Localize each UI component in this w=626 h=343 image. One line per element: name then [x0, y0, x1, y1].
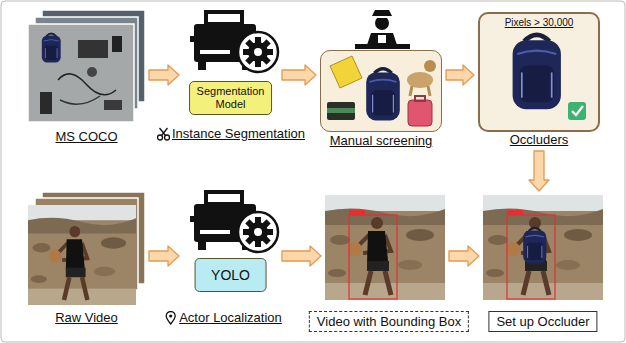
occluded-frame — [483, 195, 603, 300]
occluder-panel: Pixels > 30,000Occluders — [478, 12, 600, 132]
block-arrow — [149, 246, 179, 266]
stage-label: Actor Localization — [179, 310, 282, 325]
block-arrow — [446, 65, 474, 85]
screened-objects — [327, 56, 436, 126]
stage-heading: Actor Localization — [163, 310, 282, 325]
video-stage: Raw Video — [28, 192, 145, 307]
block-arrow — [149, 65, 179, 85]
stage-heading: MS COCO — [55, 129, 117, 144]
stage-label: Manual screening — [330, 133, 433, 148]
bbox-frame — [325, 195, 445, 300]
bbox-stage: Video with Bounding Box — [325, 195, 445, 300]
model-box: YOLO — [194, 258, 267, 292]
caption-box: Set up Occluder — [488, 311, 597, 332]
block-arrow — [529, 151, 549, 191]
dataset-stage: MS COCO — [28, 10, 145, 125]
stage-label: Instance Segmentation — [172, 126, 305, 141]
stage-label: MS COCO — [55, 129, 117, 144]
video-frames — [28, 192, 145, 305]
model-stage: YOLOActor Localization — [183, 188, 278, 306]
block-arrow — [449, 246, 479, 266]
panel-fill — [478, 12, 600, 132]
block-arrow — [282, 65, 316, 85]
coco-photos — [28, 10, 145, 122]
stage-heading: Raw Video — [55, 310, 118, 325]
occluder-stage: Set up Occluder — [483, 195, 603, 300]
scissors-icon — [156, 127, 170, 141]
panel-fill — [320, 50, 442, 132]
stage-label: Set up Occluder — [496, 314, 589, 329]
check-mark — [568, 102, 586, 120]
block-arrow — [282, 246, 321, 266]
model-stage: Segmentation ModelInstance Segmentation — [183, 8, 278, 118]
model-box: Segmentation Model — [189, 81, 273, 115]
panel-heading: Pixels > 30,000 — [505, 17, 574, 28]
stage-heading: Manual screening — [330, 133, 433, 148]
officer-icon — [355, 10, 410, 49]
screening-panel: Manual screening — [320, 50, 442, 132]
model-icon — [190, 190, 278, 252]
stage-label: Occluders — [510, 132, 569, 147]
stage-heading: Occluders — [510, 132, 569, 147]
stage-heading: Instance Segmentation — [156, 126, 305, 141]
stage-label: Raw Video — [55, 310, 118, 325]
occluder-bag — [513, 35, 561, 109]
pin-icon — [163, 311, 177, 325]
caption-box: Video with Bounding Box — [309, 311, 469, 332]
stage-label: Video with Bounding Box — [317, 314, 461, 329]
model-icon — [190, 10, 278, 72]
